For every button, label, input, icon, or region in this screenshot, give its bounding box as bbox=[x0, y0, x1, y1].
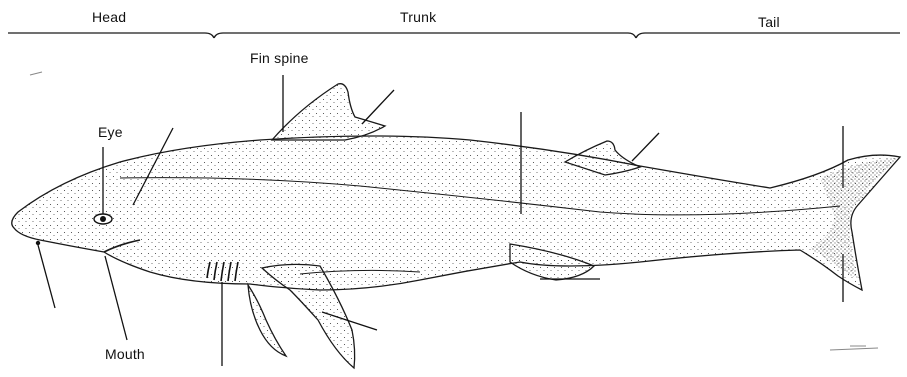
nostril bbox=[36, 241, 40, 245]
region-brackets bbox=[8, 33, 900, 38]
body-outline bbox=[12, 136, 900, 290]
shark-body bbox=[12, 84, 900, 368]
first-dorsal-fin bbox=[272, 84, 385, 140]
leader-second-dorsal bbox=[632, 133, 659, 161]
region-label-trunk: Trunk bbox=[400, 9, 436, 25]
region-label-head: Head bbox=[92, 9, 126, 25]
head-bracket bbox=[8, 33, 214, 38]
tail-bracket bbox=[636, 33, 900, 38]
eye-graphic bbox=[94, 214, 112, 224]
trunk-bracket bbox=[214, 33, 636, 38]
label-mouth: Mouth bbox=[105, 346, 145, 362]
region-label-tail: Tail bbox=[758, 14, 780, 30]
label-eye: Eye bbox=[98, 124, 123, 140]
pectoral-fin-rear bbox=[248, 285, 286, 356]
leader-mouth bbox=[105, 256, 127, 340]
leader-first-dorsal bbox=[362, 90, 394, 124]
leader-nostril bbox=[38, 245, 55, 308]
label-fin-spine: Fin spine bbox=[250, 50, 309, 66]
